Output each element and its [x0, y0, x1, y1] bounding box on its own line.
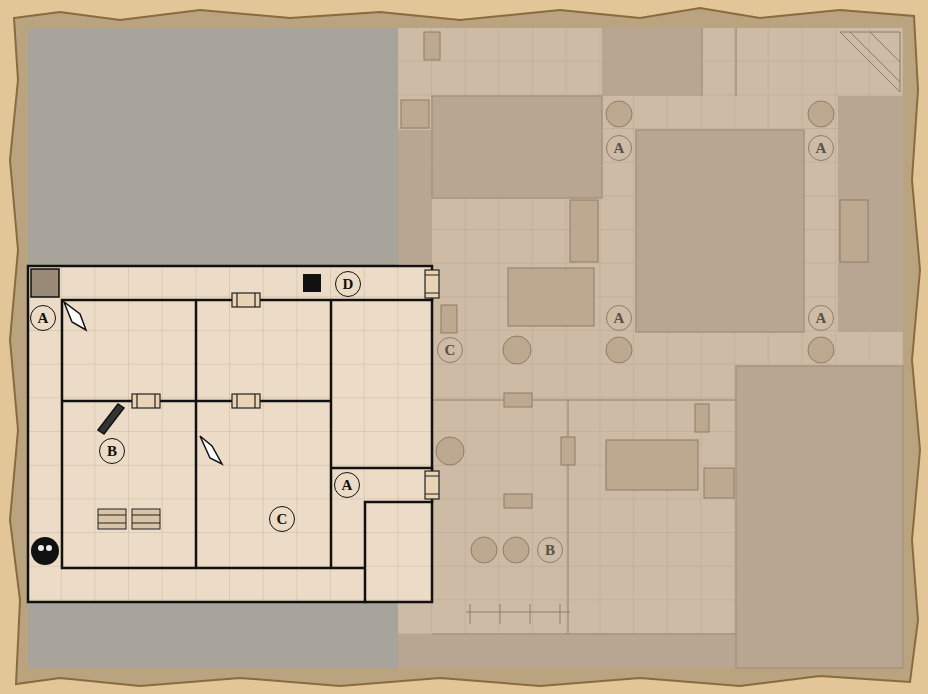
room-letter: C — [445, 343, 456, 358]
doors — [132, 270, 439, 499]
room-letter: B — [545, 543, 555, 558]
bright-area — [28, 266, 432, 602]
room-letter-marker: A — [808, 305, 834, 331]
trap-square — [303, 274, 321, 292]
room-letter: A — [816, 311, 827, 326]
room-walls — [28, 266, 432, 602]
room-letter-marker: A — [334, 472, 360, 498]
faded-area — [398, 28, 903, 668]
room-letter: B — [107, 444, 117, 459]
rock-block — [31, 269, 59, 297]
room-letter-marker: D — [335, 271, 361, 297]
room-letter-marker: A — [30, 305, 56, 331]
room-letter-marker: A — [808, 135, 834, 161]
room-letter: D — [343, 277, 354, 292]
room-letter: A — [38, 311, 49, 326]
skull-marker — [31, 537, 59, 565]
tools — [64, 302, 222, 464]
room-letter-marker: B — [537, 537, 563, 563]
room-letter: A — [614, 311, 625, 326]
parchment-edge — [10, 8, 920, 686]
room-letter: A — [614, 141, 625, 156]
room-letter-marker: C — [269, 506, 295, 532]
faded-icons — [401, 32, 900, 624]
room-letter: C — [277, 512, 288, 527]
room-letter-marker: C — [437, 337, 463, 363]
room-letter-marker: A — [606, 135, 632, 161]
room-letter-marker: A — [606, 305, 632, 331]
faded-walls — [432, 28, 903, 668]
room-letter: A — [816, 141, 827, 156]
racks — [98, 509, 160, 529]
faded-rooms — [398, 28, 903, 668]
room-letter: A — [342, 478, 353, 493]
map-ground — [28, 28, 903, 668]
room-letter-marker: B — [99, 438, 125, 464]
